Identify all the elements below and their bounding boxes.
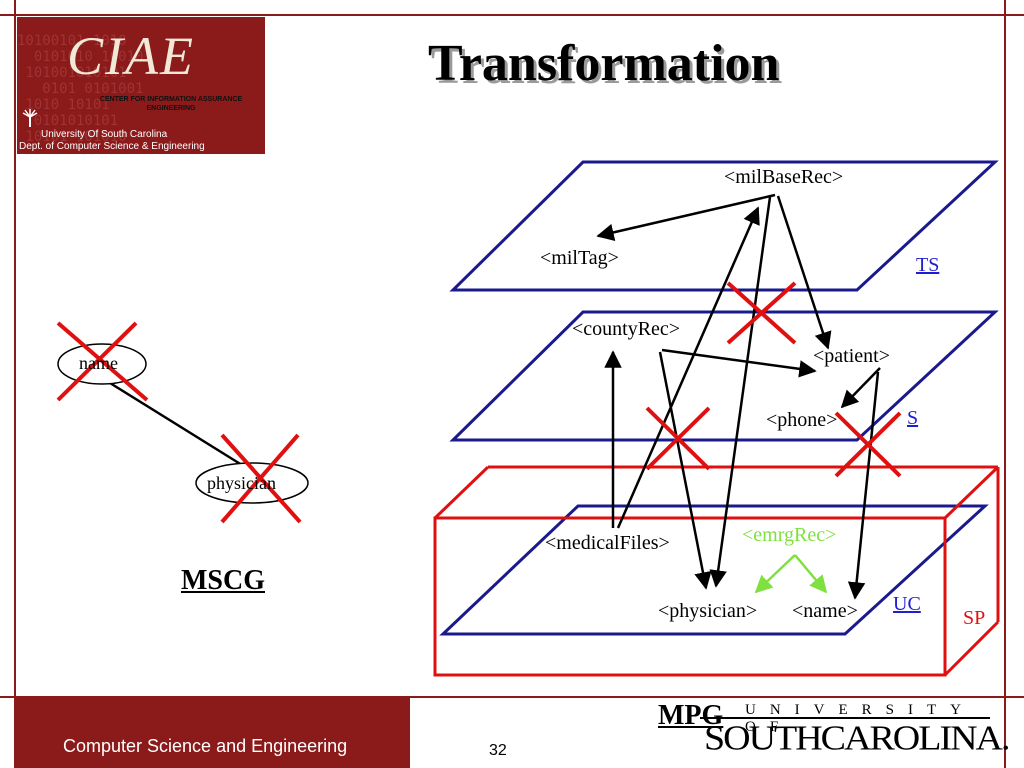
cross-icon: [834, 411, 902, 478]
plane-label-uc[interactable]: UC: [893, 593, 921, 615]
ciae-logo: 10100101 1010 0101010 10010 101001010101…: [17, 17, 265, 154]
palmetto-icon: [22, 109, 38, 127]
usc-logo-main: SOUTHCAROLINA.: [704, 718, 1010, 758]
node-patient: <patient>: [813, 345, 890, 367]
arrow-patient-phone: [840, 367, 881, 409]
slide-title: Transformation: [428, 35, 780, 92]
usc-logo-top: UNIVERSITY OF: [745, 702, 975, 735]
node-milbaserec: <milBaseRec>: [724, 166, 844, 188]
logo-subtitle-line2: ENGINEERING: [146, 105, 196, 112]
plane-label-s[interactable]: S: [907, 407, 919, 429]
plane-s: [449, 310, 999, 442]
cross-icon: [645, 406, 711, 471]
mscg-graph: [57, 343, 309, 504]
node-emrgrec: <emrgRec>: [742, 524, 837, 546]
logo-subtitle-line1: CENTER FOR INFORMATION ASSURANCE: [99, 96, 243, 103]
mscg-physician-label: physician: [207, 473, 276, 493]
arrow-countyrec-patient: [661, 348, 817, 378]
page-number: 32: [489, 742, 507, 759]
arrow-milbaserec-patient: [776, 195, 832, 350]
arrow-medicalfiles-milbaserec: [616, 206, 760, 529]
node-miltag: <milTag>: [540, 247, 619, 269]
node-physician: <physician>: [658, 600, 758, 622]
usc-rule: [700, 717, 990, 719]
mscg-crosses: [56, 321, 302, 524]
plane-ts: [449, 160, 999, 292]
arrow-patient-name: [847, 371, 880, 600]
plane-uc: [439, 504, 989, 636]
cross-icon: [220, 433, 302, 524]
logo-binary-pattern: 10100101 1010 0101010 10010 101001010101…: [17, 33, 144, 145]
mscg-name-label: name: [79, 353, 118, 373]
plane-label-sp: SP: [963, 607, 986, 629]
sp-box: [433, 465, 1000, 677]
transformation-arrows: [596, 193, 881, 600]
node-countyrec: <countyRec>: [572, 318, 681, 340]
node-medicalfiles: <medicalFiles>: [545, 532, 670, 554]
logo-department: Dept. of Computer Science & Engineering: [19, 141, 205, 152]
node-phone: <phone>: [766, 409, 838, 431]
emrgrec-arrows: [754, 554, 828, 594]
cross-icon: [726, 281, 797, 345]
arrow-milbaserec-miltag: [596, 193, 776, 241]
footer-bar: [15, 697, 410, 768]
arrow-milbaserec-name: [709, 196, 772, 588]
node-name: <name>: [792, 600, 858, 622]
mscg-label: MSCG: [181, 565, 265, 596]
diagram-crosses: [645, 281, 902, 478]
plane-label-ts[interactable]: TS: [916, 254, 940, 276]
cross-icon: [56, 321, 149, 402]
mpg-label: MPG: [658, 700, 724, 731]
mscg-node-physician: [195, 462, 309, 504]
mscg-node-name: [57, 343, 147, 385]
logo-university: University Of South Carolina: [41, 129, 168, 140]
arrow-countyrec-physician: [658, 351, 712, 590]
logo-subtitle: CENTER FOR INFORMATION ASSURANCE ENGINEE…: [91, 95, 251, 113]
logo-wordmark: CIAE: [67, 26, 195, 86]
footer-text: Computer Science and Engineering: [63, 736, 348, 756]
